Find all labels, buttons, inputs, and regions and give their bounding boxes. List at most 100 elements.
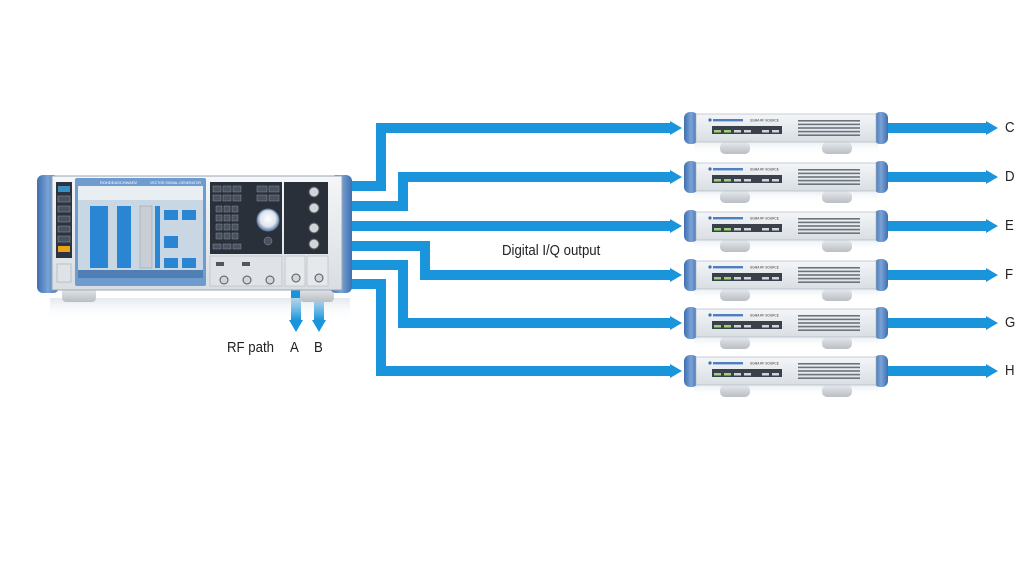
output-label-h: H [1005,362,1015,379]
brand-text [713,168,743,171]
cursor-keys [263,236,273,246]
status-led [714,373,721,376]
status-led [772,130,779,133]
status-led [772,325,779,328]
vent-slot [798,183,860,185]
right-handle [874,161,888,193]
brand-logo [708,265,712,269]
right-handle [874,259,888,291]
connector [242,275,252,285]
output-f [888,268,998,282]
vent-slot [798,329,860,331]
vent-slot [798,123,860,126]
arrow-head [670,170,682,184]
vent-slot [798,228,860,231]
status-led [714,130,721,133]
device-foot [62,288,96,302]
connection-line [352,279,672,376]
device-model-text: SGMA RF SOURCE [750,266,779,270]
arrow-head [986,268,998,282]
vent-slot [798,322,860,324]
vent-slot [798,179,860,182]
bnc-connectors [308,186,320,250]
device-foot [720,289,750,301]
arrow-head [670,121,682,135]
screen-block [164,258,178,268]
arrow-head [986,219,998,233]
left-handle [684,112,698,144]
vent-slot [798,325,860,328]
device-model-text: SGMA RF SOURCE [750,217,779,221]
connector-panel [284,182,328,254]
status-led [734,179,741,182]
key [57,195,71,203]
connection-to-c [352,121,682,191]
brand-logo [708,118,712,122]
arrow-head [986,316,998,330]
screen-block [117,206,131,268]
left-handle [684,307,698,339]
arrow-head [670,316,682,330]
usb-port [216,262,224,266]
vent-slot [798,277,860,280]
status-led [714,325,721,328]
device-foot [822,289,852,301]
output-line [888,123,988,133]
connection-line [352,123,672,191]
brand-text [713,217,743,220]
output-line [888,318,988,328]
output-label-e: E [1005,217,1014,234]
connection-line [352,172,672,211]
screen-header [78,186,203,200]
vent-slot [798,281,860,283]
device-foot [720,240,750,252]
status-led [744,325,751,328]
device-foot [720,385,750,397]
brand-text [713,266,743,269]
status-led [714,228,721,231]
status-led [762,325,769,328]
device-foot [822,337,852,349]
arrow-head [670,219,682,233]
brand-logo [708,361,712,365]
output-h [888,364,998,378]
output-line [888,270,988,280]
rf-source-device-f: SGMA RF SOURCE [684,259,888,301]
status-led [724,325,731,328]
output-label-f: F [1005,266,1014,283]
device-foot [720,142,750,154]
key [58,186,70,192]
status-led [714,277,721,280]
brand-text [713,314,743,317]
brand-text [713,119,743,122]
device-model-text: SGMA RF SOURCE [750,168,779,172]
rf-source-device-e: SGMA RF SOURCE [684,210,888,252]
connection-to-f [352,241,682,282]
status-led [724,373,731,376]
arrow-head [670,268,682,282]
device-foot [822,191,852,203]
arrow-head [289,320,303,332]
rotary-knob [256,208,280,232]
power-key [58,246,70,252]
key [57,235,71,243]
vent-slot [798,225,860,227]
status-led [724,179,731,182]
status-led [762,130,769,133]
output-d [888,170,998,184]
status-led [762,179,769,182]
status-led [772,228,779,231]
screen-block [164,210,178,220]
rf-source-device-c: SGMA RF SOURCE [684,112,888,154]
device-shadow [50,298,350,320]
output-label-c: C [1005,119,1015,136]
rf-source-device-d: SGMA RF SOURCE [684,161,888,203]
status-led [772,277,779,280]
vent-slot [798,127,860,129]
device-foot [720,191,750,203]
rf-a-connector [291,273,301,283]
brand-text [713,362,743,365]
vent-slot [798,274,860,276]
keypad-keys [212,185,280,250]
status-led [744,179,751,182]
